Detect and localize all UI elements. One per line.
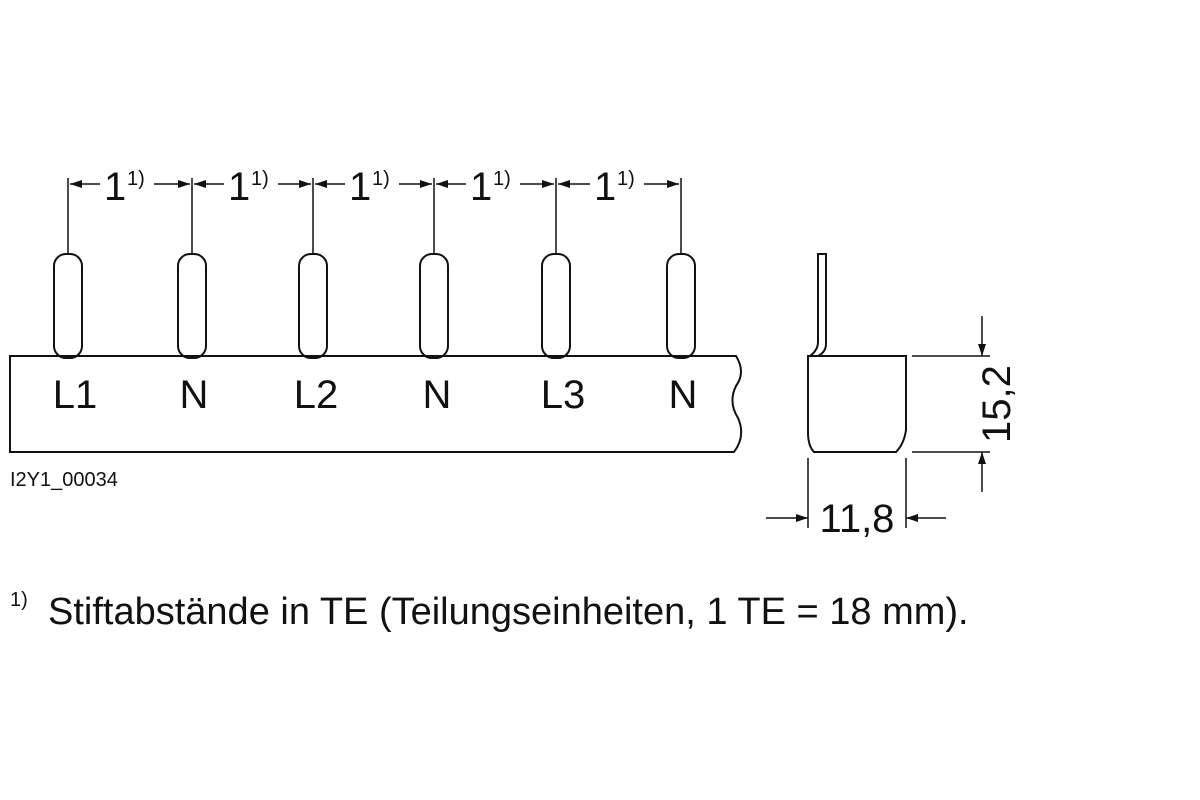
- spacing-footnote-marker-2: 1): [251, 168, 269, 190]
- footnote-text: Stiftabstände in TE (Teilungseinheiten, …: [48, 591, 969, 633]
- busbar-side-view: 15,2 11,8: [766, 253, 1019, 541]
- spacing-dimension-5: 1 1): [558, 165, 679, 209]
- pin-6: [666, 253, 696, 359]
- pin-4: [419, 253, 449, 359]
- spacing-dimension-4: 1 1): [436, 165, 554, 209]
- side-body-profile: [807, 355, 907, 453]
- width-dimension-value: 11,8: [820, 497, 895, 541]
- drawing-code: I2Y1_00034: [10, 469, 118, 491]
- spacing-footnote-marker-5: 1): [617, 168, 635, 190]
- pin-label-4: N: [423, 373, 452, 417]
- spacing-value-3: 1: [349, 165, 371, 209]
- pin-3: [298, 253, 328, 359]
- pin-label-1: L1: [53, 373, 98, 417]
- pin-label-3: L2: [294, 373, 339, 417]
- spacing-dimension-1: 1 1): [70, 165, 190, 209]
- spacing-value-5: 1: [594, 165, 616, 209]
- pin-2: [177, 253, 207, 359]
- spacing-footnote-marker-1: 1): [127, 168, 145, 190]
- footnote-marker: 1): [10, 589, 28, 611]
- pin-spacing-dimensions: 1 1) 1 1) 1 1) 1 1): [67, 165, 682, 254]
- spacing-dimension-3: 1 1): [315, 165, 432, 209]
- spacing-dimension-2: 1 1): [194, 165, 311, 209]
- spacing-value-2: 1: [228, 165, 250, 209]
- height-dimension-value: 15,2: [975, 365, 1019, 443]
- spacing-footnote-marker-3: 1): [372, 168, 390, 190]
- pin-label-6: N: [669, 373, 698, 417]
- busbar-body: [9, 355, 743, 453]
- spacing-value-1: 1: [104, 165, 126, 209]
- footnote: 1) Stiftabstände in TE (Teilungseinheite…: [10, 589, 969, 633]
- width-dimension: 11,8: [766, 458, 946, 541]
- height-dimension: 15,2: [912, 316, 1019, 492]
- busbar-front-view: L1 N L2 N L3 N I2Y1_00034: [9, 253, 743, 491]
- pin-5: [541, 253, 571, 359]
- pin-label-5: L3: [541, 373, 586, 417]
- spacing-footnote-marker-4: 1): [493, 168, 511, 190]
- side-pin-profile: [807, 253, 827, 357]
- pin-1: [53, 253, 83, 359]
- spacing-value-4: 1: [470, 165, 492, 209]
- pin-label-2: N: [180, 373, 209, 417]
